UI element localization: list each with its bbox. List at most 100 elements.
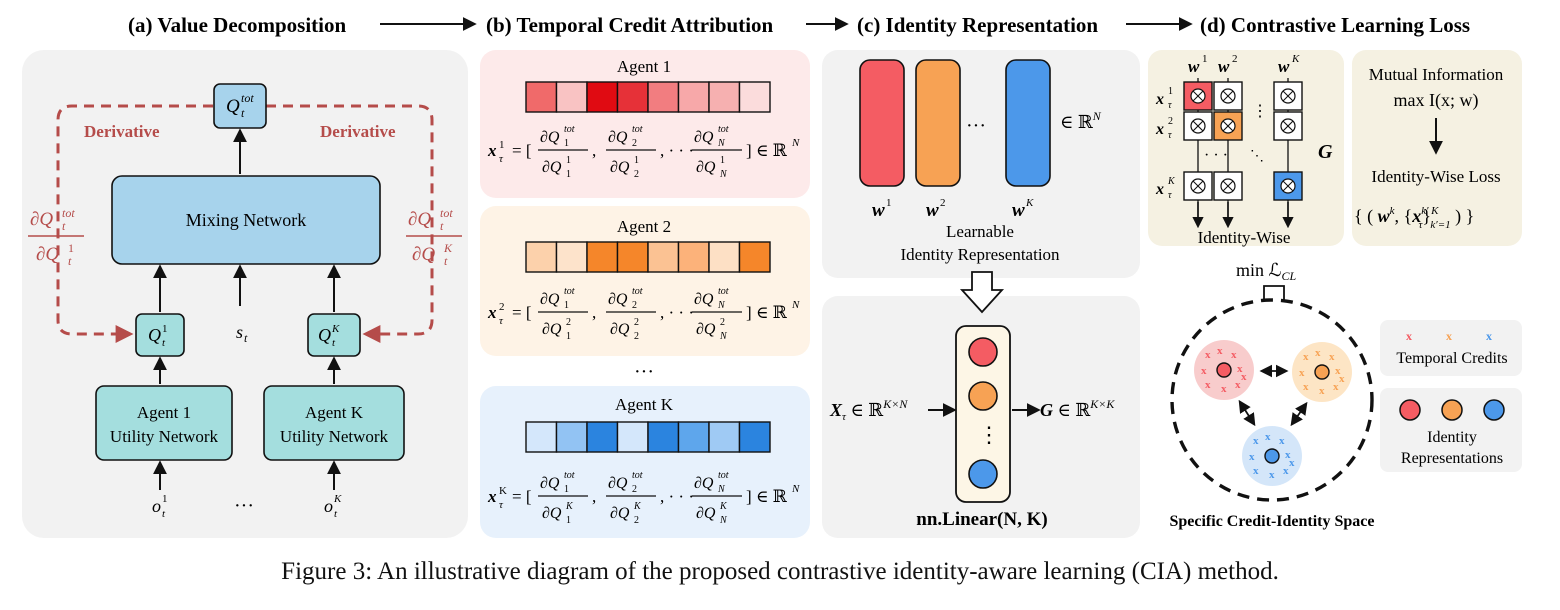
svg-text:∂Q: ∂Q [608, 475, 628, 492]
svg-text:∂Q: ∂Q [608, 291, 628, 308]
svg-text:2: 2 [634, 515, 639, 526]
svg-text:, · · ·: , · · · [660, 487, 694, 506]
svg-text:x: x [1155, 91, 1164, 108]
svg-text:x: x [1289, 457, 1295, 469]
svg-text:, · · ·: , · · · [660, 141, 694, 160]
svg-text:Q: Q [148, 325, 161, 345]
svg-text:= [: = [ [512, 487, 532, 506]
learnable-line2: Identity Representation [900, 245, 1060, 264]
svg-text:Q: Q [318, 325, 331, 345]
svg-text:w: w [1218, 57, 1230, 76]
svg-text:Agent 1: Agent 1 [137, 403, 191, 422]
derivative-label-left: Derivative [84, 122, 160, 141]
header-b: (b) Temporal Credit Attribution [486, 13, 774, 37]
svg-text:x: x [487, 303, 497, 322]
svg-text:2: 2 [720, 317, 725, 328]
svg-text:x: x [1406, 329, 1412, 343]
svg-text:∂Q: ∂Q [542, 505, 562, 522]
svg-text:τ: τ [499, 153, 504, 165]
svg-text:τ: τ [499, 499, 504, 511]
svg-text:tot: tot [564, 124, 575, 135]
svg-text:∂Q: ∂Q [36, 244, 59, 265]
svg-text:K: K [633, 501, 642, 512]
identity-bar-w2 [915, 59, 961, 187]
header-c: (c) Identity Representation [857, 13, 1098, 37]
credit-cell [586, 81, 619, 113]
svg-text:x: x [1329, 351, 1335, 363]
svg-text:x: x [1249, 451, 1255, 463]
svg-text:K: K [499, 485, 507, 497]
svg-text:x: x [1333, 381, 1339, 393]
derivative-dashed-path-right [266, 104, 434, 343]
svg-text:Agent K: Agent K [305, 403, 364, 422]
svg-text:τ: τ [1168, 100, 1172, 111]
credit-cell [677, 241, 710, 273]
identity-bar-wK [1005, 59, 1051, 187]
credit-cell [616, 241, 649, 273]
svg-text:t: t [62, 219, 66, 233]
credit-cell [555, 421, 588, 453]
svg-text:2: 2 [940, 197, 946, 209]
credit-cell [555, 81, 588, 113]
panel-d-grid-bg [1148, 50, 1344, 246]
identity-dot-orange [1314, 364, 1330, 380]
credit-cell [738, 81, 771, 113]
svg-text:Utility Network: Utility Network [110, 427, 219, 446]
cia-diagram: (a) Value Decomposition (b) Temporal Cre… [22, 13, 1522, 538]
agentK-title: Agent K [615, 395, 674, 414]
svg-text:tot: tot [440, 206, 453, 220]
svg-text:Utility Network: Utility Network [280, 427, 389, 446]
credit-cell [708, 81, 741, 113]
svg-text:,: , [592, 141, 596, 160]
svg-text:∂Q: ∂Q [542, 159, 562, 176]
svg-text:x: x [1339, 373, 1345, 385]
identity-dot-red [1216, 362, 1232, 378]
svg-text:∂Q: ∂Q [696, 159, 716, 176]
G-output-label: G ∈ ℝK×K [1040, 397, 1115, 420]
identity-wise-label: Identity-Wise [1198, 228, 1291, 247]
legend-identity-2: Representations [1401, 450, 1503, 467]
svg-text:N: N [717, 138, 726, 149]
state-label: s [236, 322, 243, 342]
svg-text:x: x [1205, 379, 1211, 391]
header-a: (a) Value Decomposition [128, 13, 346, 37]
svg-text:2: 2 [634, 331, 639, 342]
credit-cell [708, 241, 741, 273]
svg-text:∂Q: ∂Q [610, 159, 630, 176]
legend-temporal-label: Temporal Credits [1396, 350, 1507, 367]
nn-linear-label: nn.Linear(N, K) [916, 509, 1047, 530]
credit-cell [708, 421, 741, 453]
svg-text:1: 1 [499, 139, 505, 151]
agent2-title: Agent 2 [617, 217, 671, 236]
svg-text:∂Q: ∂Q [610, 321, 630, 338]
svg-text:∂Q: ∂Q [696, 505, 716, 522]
svg-text:tot: tot [564, 286, 575, 297]
G-matrix-label: G [1318, 141, 1333, 163]
credit-cell [586, 241, 619, 273]
credit-cell [616, 81, 649, 113]
svg-text:K: K [331, 323, 340, 335]
svg-text:2: 2 [632, 138, 637, 149]
svg-text:N: N [791, 483, 800, 495]
svg-text:∂Q: ∂Q [696, 321, 716, 338]
svg-text:w: w [1278, 57, 1290, 76]
derivative-dashed-path [56, 104, 213, 343]
svg-text:K: K [1167, 176, 1176, 187]
svg-text:⋱: ⋱ [1250, 149, 1264, 164]
svg-text:τ: τ [1168, 130, 1172, 141]
credit-cell [647, 241, 680, 273]
svg-text:N: N [791, 137, 800, 149]
svg-text:K: K [1291, 53, 1300, 65]
svg-text:x: x [1235, 379, 1241, 391]
svg-text:1: 1 [1168, 86, 1173, 97]
credit-cell [647, 81, 680, 113]
svg-text:N: N [791, 299, 800, 311]
svg-text:x: x [1201, 365, 1207, 377]
w2-label: w [926, 200, 939, 221]
qtot-label: Q [226, 96, 240, 117]
agent1-utility-box [95, 385, 233, 461]
mi-line2: max I(x; w) [1394, 90, 1479, 111]
svg-text:t: t [162, 337, 166, 349]
